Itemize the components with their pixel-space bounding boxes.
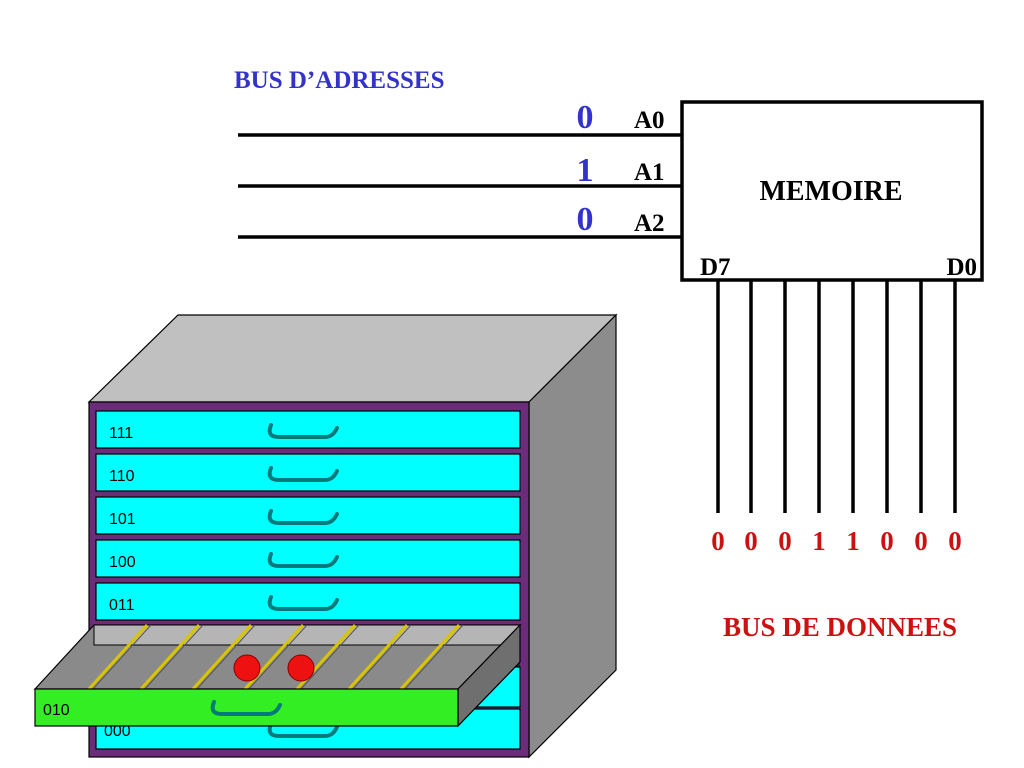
address-bit: 0 — [577, 201, 594, 238]
drawer-100: 100 — [95, 539, 521, 578]
drawer-front — [34, 688, 459, 727]
memory-pin-d0: D0 — [946, 254, 977, 281]
drawer-address: 011 — [109, 597, 135, 614]
data-bus: 0 0 0 1 1 0 0 0 BUS DE DONNEES — [711, 280, 962, 642]
data-bit-d4: 1 — [812, 526, 826, 556]
address-bus-title: BUS D’ADRESSES — [234, 67, 445, 94]
drawer-cabinet: 111 110 101 100 011 000 — [33, 313, 618, 759]
drawer-handle-icon — [267, 466, 339, 482]
drawer-011: 011 — [95, 582, 521, 621]
drawer-front — [95, 496, 521, 535]
drawer-handle-icon — [210, 700, 282, 716]
drawer-front — [95, 539, 521, 578]
drawer-handle-icon — [267, 423, 339, 439]
drawer-address: 110 — [109, 468, 135, 485]
data-bit-d7: 0 — [711, 526, 725, 556]
drawer-address: 100 — [109, 554, 136, 571]
address-pin-label: A1 — [634, 159, 665, 186]
address-line-a2: 0 A2 — [238, 201, 682, 239]
memory-block — [680, 100, 984, 282]
data-bit-d5: 0 — [778, 526, 792, 556]
address-bit: 0 — [577, 99, 594, 136]
drawer-address: 000 — [104, 723, 131, 740]
drawer-handle-icon — [267, 595, 339, 611]
data-bit-d0: 0 — [948, 526, 962, 556]
drawer-divider-shadows — [92, 624, 464, 690]
drawer-handle-icon — [267, 722, 339, 738]
drawer-front — [95, 582, 521, 621]
drawer-address: 101 — [109, 511, 136, 528]
address-line-a0: 0 A0 — [238, 99, 682, 137]
drawer-address: 111 — [109, 425, 133, 442]
memory-label: MEMOIRE — [759, 176, 902, 207]
drawer-front — [95, 410, 521, 449]
drawer-110: 110 — [95, 453, 521, 492]
address-bit: 1 — [577, 152, 594, 189]
drawer-101: 101 — [95, 496, 521, 535]
bit-token-d3 — [287, 654, 315, 682]
cabinet-top — [87, 314, 618, 403]
drawer-010-open: 010 — [33, 623, 522, 728]
drawer-handle-icon — [267, 552, 339, 568]
bit-token-d4 — [233, 654, 261, 682]
data-bit-d1: 0 — [914, 526, 928, 556]
data-bus-title: BUS DE DONNEES — [723, 612, 957, 642]
drawer-handle-icon — [267, 509, 339, 525]
drawer-front — [95, 453, 521, 492]
data-bit-d3: 1 — [846, 526, 860, 556]
drawer-address: 010 — [43, 702, 70, 719]
data-bit-d6: 0 — [744, 526, 758, 556]
memory-pin-d7: D7 — [700, 254, 731, 281]
drawer-111: 111 — [95, 410, 521, 449]
address-pin-label: A2 — [634, 210, 665, 237]
address-pin-label: A0 — [634, 107, 665, 134]
address-line-a1: 1 A1 — [238, 152, 682, 189]
data-bit-d2: 0 — [880, 526, 894, 556]
